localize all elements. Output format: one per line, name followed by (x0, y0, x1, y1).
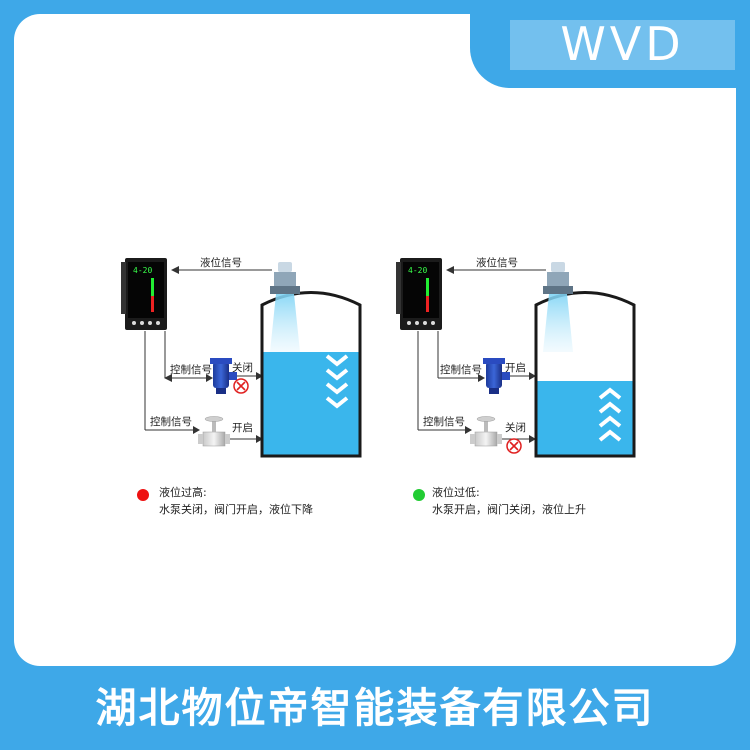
pump-signal-label: 控制信号 (440, 363, 482, 376)
closed-x-icon (233, 378, 249, 394)
closed-x-icon (506, 438, 522, 454)
level-up-arrows (598, 387, 622, 442)
valve-state-label: 开启 (232, 421, 253, 434)
controller-display: 4-20 (396, 258, 442, 330)
brand-box (510, 20, 735, 70)
gate-valve (198, 416, 230, 447)
tank-high (260, 262, 362, 458)
status-title-high: 液位过高: (159, 485, 207, 499)
valve-state-label: 关闭 (505, 421, 526, 434)
water-pump (483, 358, 510, 394)
level-signal-label: 液位信号 (200, 256, 242, 269)
valve-signal-label: 控制信号 (423, 415, 465, 428)
valve-signal-label: 控制信号 (150, 415, 192, 428)
brand-tab (470, 0, 750, 88)
panel-low-level: 4-20 液位信号 控制信号 控制信号 (396, 256, 636, 516)
level-signal-label: 液位信号 (476, 256, 518, 269)
status-title-low: 液位过低: (432, 485, 480, 499)
level-down-arrows (325, 354, 349, 409)
content-panel (14, 14, 736, 666)
company-name: 湖北物位帝智能装备有限公司 (95, 684, 655, 732)
pump-signal-label: 控制信号 (170, 363, 212, 376)
pump-state-label: 开启 (505, 361, 526, 374)
status-dot-high (137, 489, 149, 501)
status-dot-low (413, 489, 425, 501)
gate-valve (470, 416, 502, 447)
status-desc-high: 水泵关闭，阀门开启，液位下降 (159, 502, 313, 516)
panel-high-level: 4-20 液位信号 控制信号 控制信号 (121, 256, 362, 516)
water-pump (210, 358, 237, 394)
display-reading: 4-20 (408, 266, 427, 275)
display-reading: 4-20 (133, 266, 152, 275)
tank-low (534, 262, 636, 458)
controller-display: 4-20 (121, 258, 167, 330)
brand-logo: WVD (560, 17, 685, 71)
status-desc-low: 水泵开启，阀门关闭，液位上升 (432, 502, 586, 516)
pump-state-label: 关闭 (232, 361, 253, 374)
